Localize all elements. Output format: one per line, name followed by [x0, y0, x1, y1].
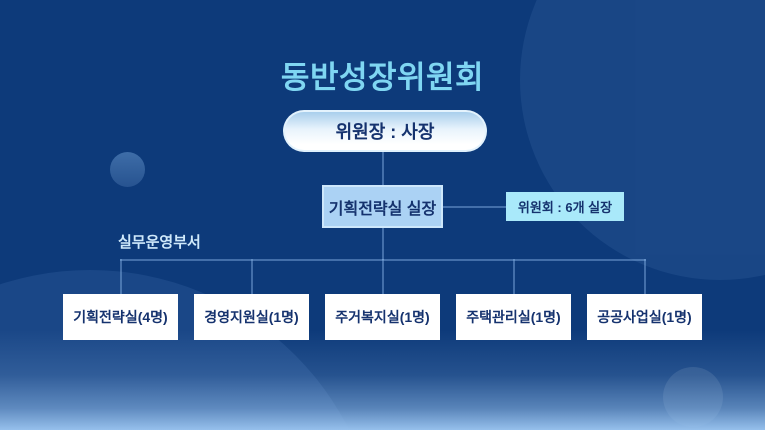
- page-title: 동반성장위원회: [280, 60, 485, 95]
- department-label: 주거복지실(1명): [335, 309, 430, 325]
- connector-drop-3: [382, 259, 384, 295]
- committee-node: 위원회 : 6개 실장: [506, 192, 624, 221]
- department-label: 공공사업실(1명): [597, 309, 692, 325]
- connector-bus-line: [120, 259, 646, 261]
- chairman-node: 위원장 : 사장: [283, 110, 487, 152]
- connector-drop-5: [644, 259, 646, 295]
- director-node: 기획전략실 실장: [322, 185, 443, 228]
- department-node: 주택관리실(1명): [456, 294, 571, 340]
- chairman-label: 위원장 : 사장: [335, 122, 435, 142]
- connector-drop-2: [251, 259, 253, 295]
- department-node: 경영지원실(1명): [194, 294, 309, 340]
- connector-drop-4: [513, 259, 515, 295]
- section-label: 실무운영부서: [118, 234, 201, 251]
- decorative-circle-top-right: [520, 0, 765, 280]
- department-label: 경영지원실(1명): [204, 309, 299, 325]
- department-label: 기획전략실(4명): [73, 309, 168, 325]
- department-node: 주거복지실(1명): [325, 294, 440, 340]
- connector-director-bus: [382, 228, 384, 260]
- committee-label: 위원회 : 6개 실장: [517, 200, 613, 215]
- department-node: 기획전략실(4명): [63, 294, 178, 340]
- connector-chairman-director: [382, 152, 384, 185]
- decorative-circle-small-left: [110, 152, 145, 187]
- bottom-glow-gradient: [0, 330, 765, 430]
- connector-drop-1: [120, 259, 122, 295]
- director-label: 기획전략실 실장: [328, 200, 437, 218]
- department-label: 주택관리실(1명): [466, 309, 561, 325]
- connector-director-committee: [443, 206, 506, 208]
- department-node: 공공사업실(1명): [587, 294, 702, 340]
